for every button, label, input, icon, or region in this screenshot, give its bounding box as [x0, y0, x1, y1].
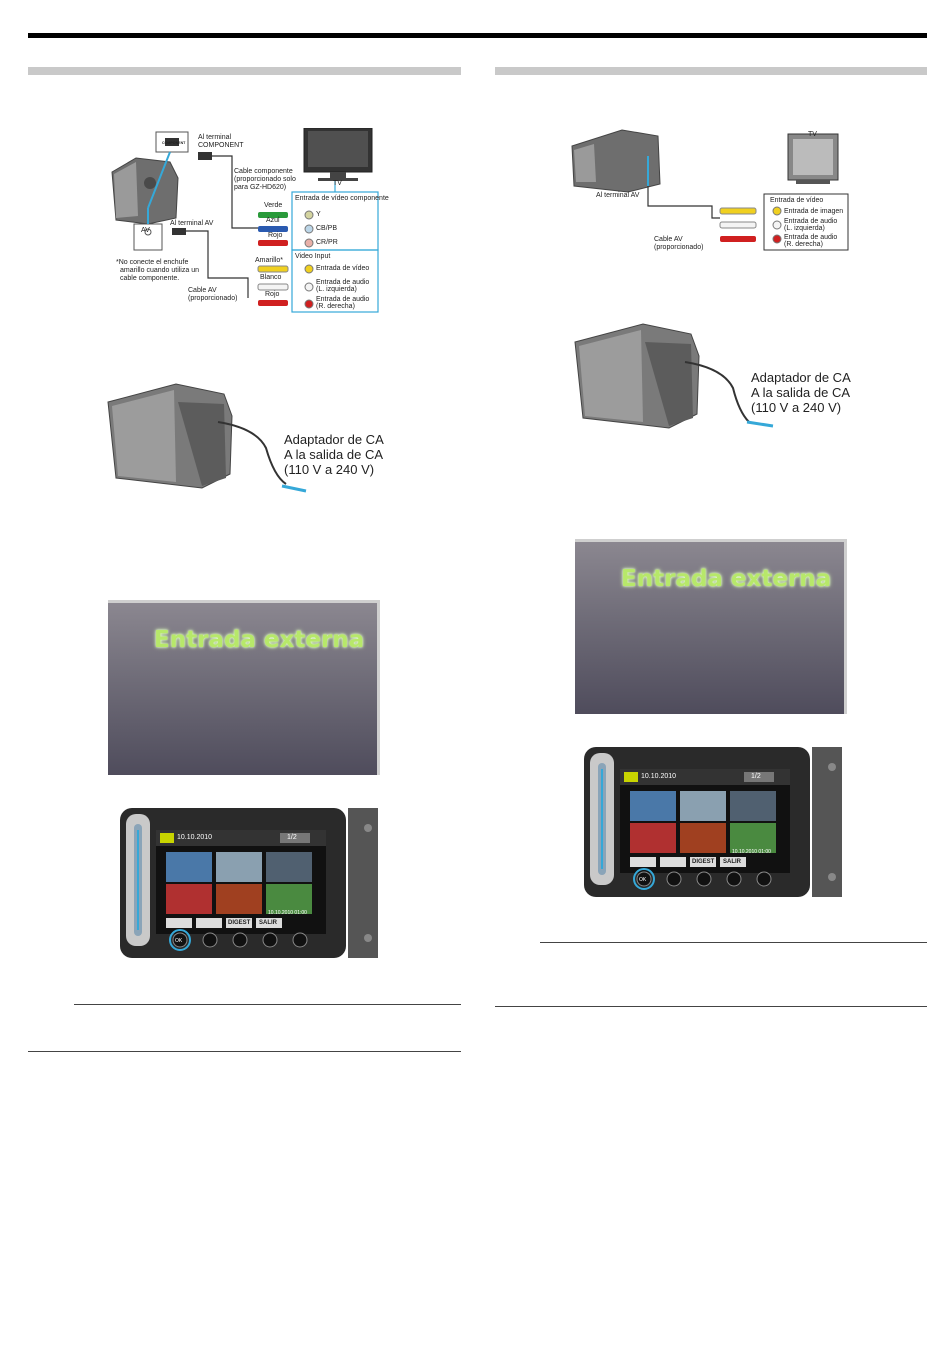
cable-componente-3: para GZ-HD620): [234, 184, 287, 191]
left-lcd-date: 10.10.2010: [177, 834, 213, 841]
rojo-1-label: Rojo: [268, 232, 283, 239]
right-entrada-de-video: Entrada de vídeo: [770, 197, 824, 204]
al-terminal-av: Al terminal AV: [170, 220, 214, 227]
left-camcorder-art: [107, 383, 307, 493]
cable-av-2: (proporcionado): [188, 295, 238, 302]
right-entrada-audio-l-2: (L. izquierda): [784, 225, 825, 232]
right-adapter-illustration: Adaptador de CA A la salida de CA (110 V…: [573, 318, 851, 436]
right-cable-av-2: (proporcionado): [654, 244, 704, 251]
footnote-3: cable componente.: [120, 275, 180, 282]
footnote-2: amarillo cuando utiliza un: [120, 267, 199, 274]
footnote-1: *No conecte el enchufe: [116, 259, 189, 266]
rojo-2-label: Rojo: [265, 291, 280, 298]
al-terminal-component-1: Al terminal: [198, 134, 232, 141]
blanco-label: Blanco: [260, 274, 282, 281]
cb-pb-label: CB/PB: [316, 225, 338, 232]
y-label: Y: [316, 211, 321, 218]
adapter-line-1: Adaptador de CA: [284, 432, 384, 447]
left-tv-screen: Entrada externa: [108, 600, 380, 775]
right-lcd-date: 10.10.2010: [641, 773, 677, 780]
right-note-rule-top: [540, 942, 927, 943]
right-cable-av-1: Cable AV: [654, 236, 683, 243]
cable-componente-2: (proporcionado solo: [234, 176, 296, 183]
left-diagram-art: [111, 127, 379, 313]
right-lcd-salir: SALIR: [723, 859, 741, 865]
al-terminal-component-2: COMPONENT: [198, 142, 244, 149]
av-jack-label: AV: [141, 227, 150, 234]
right-screen-text: Entrada externa: [621, 566, 832, 592]
video-input-label: Video Input: [295, 253, 331, 260]
azul-label: Azul: [266, 217, 280, 224]
entrada-video-componente: Entrada de vídeo componente: [295, 195, 389, 202]
right-tv-label: TV: [808, 131, 817, 138]
entrada-audio-l-1: Entrada de audio: [316, 279, 370, 286]
right-camcorder-art: [574, 323, 774, 429]
entrada-audio-r-2: (R. derecha): [316, 303, 355, 310]
adapter-line-3: (110 V a 240 V): [284, 462, 375, 477]
left-section-bar: [28, 67, 461, 75]
right-al-terminal-av: Al terminal AV: [596, 192, 640, 199]
right-section-bar: [495, 67, 927, 75]
right-entrada-audio-r-2: (R. derecha): [784, 241, 823, 248]
top-rule: [28, 33, 927, 38]
left-lcd-art: [120, 808, 378, 958]
cable-componente-1: Cable componente: [234, 168, 293, 175]
entrada-audio-l-2: (L. izquierda): [316, 286, 357, 293]
right-lcd-illustration: 10.10.2010 1/2 10.10.2010 01:00 DIGEST S…: [584, 747, 846, 899]
left-lcd-digest: DIGEST: [228, 920, 251, 926]
left-adapter-illustration: Adaptador de CA A la salida de CA (110 V…: [106, 378, 384, 496]
right-lcd-digest: DIGEST: [692, 859, 715, 865]
right-lcd-art: [584, 747, 842, 897]
right-entrada-audio-r-1: Entrada de audio: [784, 234, 838, 241]
tv-label: TV: [333, 180, 342, 187]
entrada-de-video: Entrada de vídeo: [316, 265, 370, 272]
right-lcd-timestamp: 10.10.2010 01:00: [732, 849, 771, 855]
left-note-rule-bottom: [28, 1051, 461, 1052]
component-jack-label: COMPONENT: [162, 141, 186, 145]
cr-pr-label: CR/PR: [316, 239, 338, 246]
verde-label: Verde: [264, 202, 283, 209]
left-note-rule-top: [74, 1004, 461, 1005]
right-diagram-art: [571, 129, 849, 251]
right-adapter-line-1: Adaptador de CA: [751, 370, 851, 385]
cable-av-1: Cable AV: [188, 287, 217, 294]
left-lcd-illustration: 10.10.2010 1/2 10.10.2010 01:00 DIGEST S…: [120, 808, 382, 960]
left-screen-text: Entrada externa: [154, 627, 365, 653]
left-lcd-timestamp: 10.10.2010 01:00: [268, 910, 307, 916]
right-lcd-page: 1/2: [751, 773, 761, 780]
entrada-audio-r-1: Entrada de audio: [316, 296, 370, 303]
right-adapter-line-3: (110 V a 240 V): [751, 400, 842, 415]
right-entrada-audio-l-1: Entrada de audio: [784, 218, 838, 225]
right-entrada-de-imagen: Entrada de imagen: [784, 208, 844, 215]
left-connection-diagram: COMPONENT AV Al terminal COMPONENT Cable…: [108, 127, 389, 340]
left-lcd-salir: SALIR: [259, 920, 277, 926]
right-adapter-line-2: A la salida de CA: [751, 385, 851, 400]
right-lcd-ok: OK: [639, 877, 647, 883]
left-lcd-ok: OK: [175, 938, 183, 944]
amarillo-label: Amarillo*: [255, 257, 284, 264]
right-tv-screen: Entrada externa: [575, 539, 847, 714]
right-connection-diagram: TV Al terminal AV Cable AV (proporcionad…: [568, 126, 850, 254]
left-lcd-page: 1/2: [287, 834, 297, 841]
right-note-rule-bottom: [495, 1006, 927, 1007]
adapter-line-2: A la salida de CA: [284, 447, 384, 462]
